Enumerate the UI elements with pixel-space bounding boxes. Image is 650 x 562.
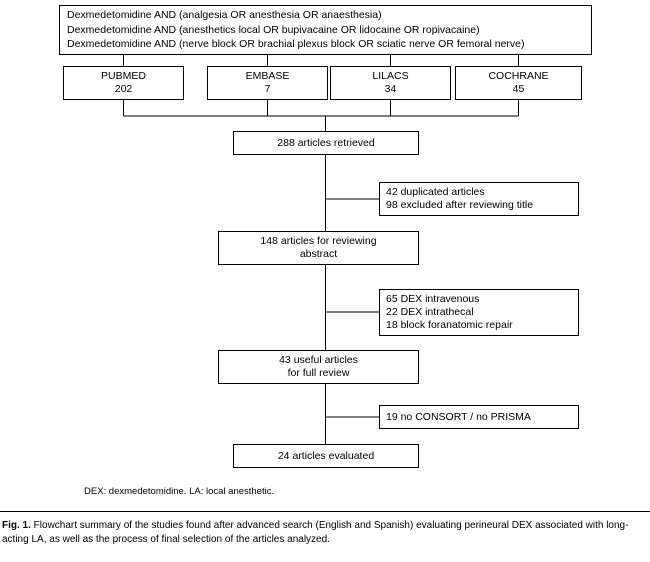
query-line-2: Dexmedetomidine AND (anesthetics local O…: [67, 23, 480, 36]
useful-line-2: for full review: [287, 367, 350, 379]
useful-line-1: 43 useful articles: [279, 354, 358, 366]
database-name: EMBASE: [245, 70, 290, 82]
query-line-1: Dexmedetomidine AND (analgesia OR anesth…: [67, 9, 382, 22]
articles-reviewing-abstract-box: 148 articles for reviewing abstract: [218, 231, 419, 265]
database-count: 202: [114, 83, 133, 95]
articles-retrieved-label: 288 articles retrieved: [277, 136, 375, 149]
exclusion-3-line-1: 19 no CONSORT / no PRISMA: [386, 410, 531, 423]
abbreviations-footnote: DEX: dexmedetomidine. LA: local anesthet…: [84, 486, 275, 497]
exclusion-2-line-2: 22 DEX intrathecal: [386, 306, 474, 318]
exclusion-2-line-1: 65 DEX intravenous: [386, 293, 480, 305]
exclusion-box-consort-prisma: 19 no CONSORT / no PRISMA: [379, 405, 579, 429]
database-box-cochrane: COCHRANE 45: [455, 66, 582, 100]
database-count: 7: [264, 83, 271, 95]
articles-evaluated-label: 24 articles evaluated: [277, 449, 375, 462]
figure-caption-text: Flowchart summary of the studies found a…: [2, 520, 629, 545]
database-box-lilacs: LILACS 34: [330, 66, 451, 100]
articles-retrieved-box: 288 articles retrieved: [233, 131, 419, 155]
abstract-line-2: abstract: [299, 248, 338, 260]
database-count: 34: [384, 83, 397, 95]
database-box-pubmed: PUBMED 202: [63, 66, 184, 100]
query-line-3: Dexmedetomidine AND (nerve block OR brac…: [67, 38, 525, 51]
database-name: COCHRANE: [488, 70, 549, 82]
database-count: 45: [512, 83, 525, 95]
abstract-line-1: 148 articles for reviewing: [260, 235, 377, 247]
database-name: LILACS: [372, 70, 409, 82]
search-query-box: Dexmedetomidine AND (analgesia OR anesth…: [59, 5, 592, 55]
database-name: PUBMED: [101, 70, 146, 82]
exclusion-box-abstract-review: 65 DEX intravenous 22 DEX intrathecal 18…: [379, 289, 579, 336]
figure-caption: Fig. 1. Flowchart summary of the studies…: [2, 519, 646, 546]
caption-divider: [0, 511, 650, 512]
exclusion-1-line-1: 42 duplicated articles: [386, 186, 485, 198]
exclusion-2-line-3: 18 block foranatomic repair: [386, 319, 513, 331]
articles-evaluated-box: 24 articles evaluated: [233, 444, 419, 468]
figure-caption-label: Fig. 1.: [2, 520, 31, 531]
exclusion-box-duplicates-title: 42 duplicated articles 98 excluded after…: [379, 182, 579, 216]
database-box-embase: EMBASE 7: [207, 66, 328, 100]
useful-articles-box: 43 useful articles for full review: [218, 350, 419, 384]
exclusion-1-line-2: 98 excluded after reviewing title: [386, 199, 534, 211]
